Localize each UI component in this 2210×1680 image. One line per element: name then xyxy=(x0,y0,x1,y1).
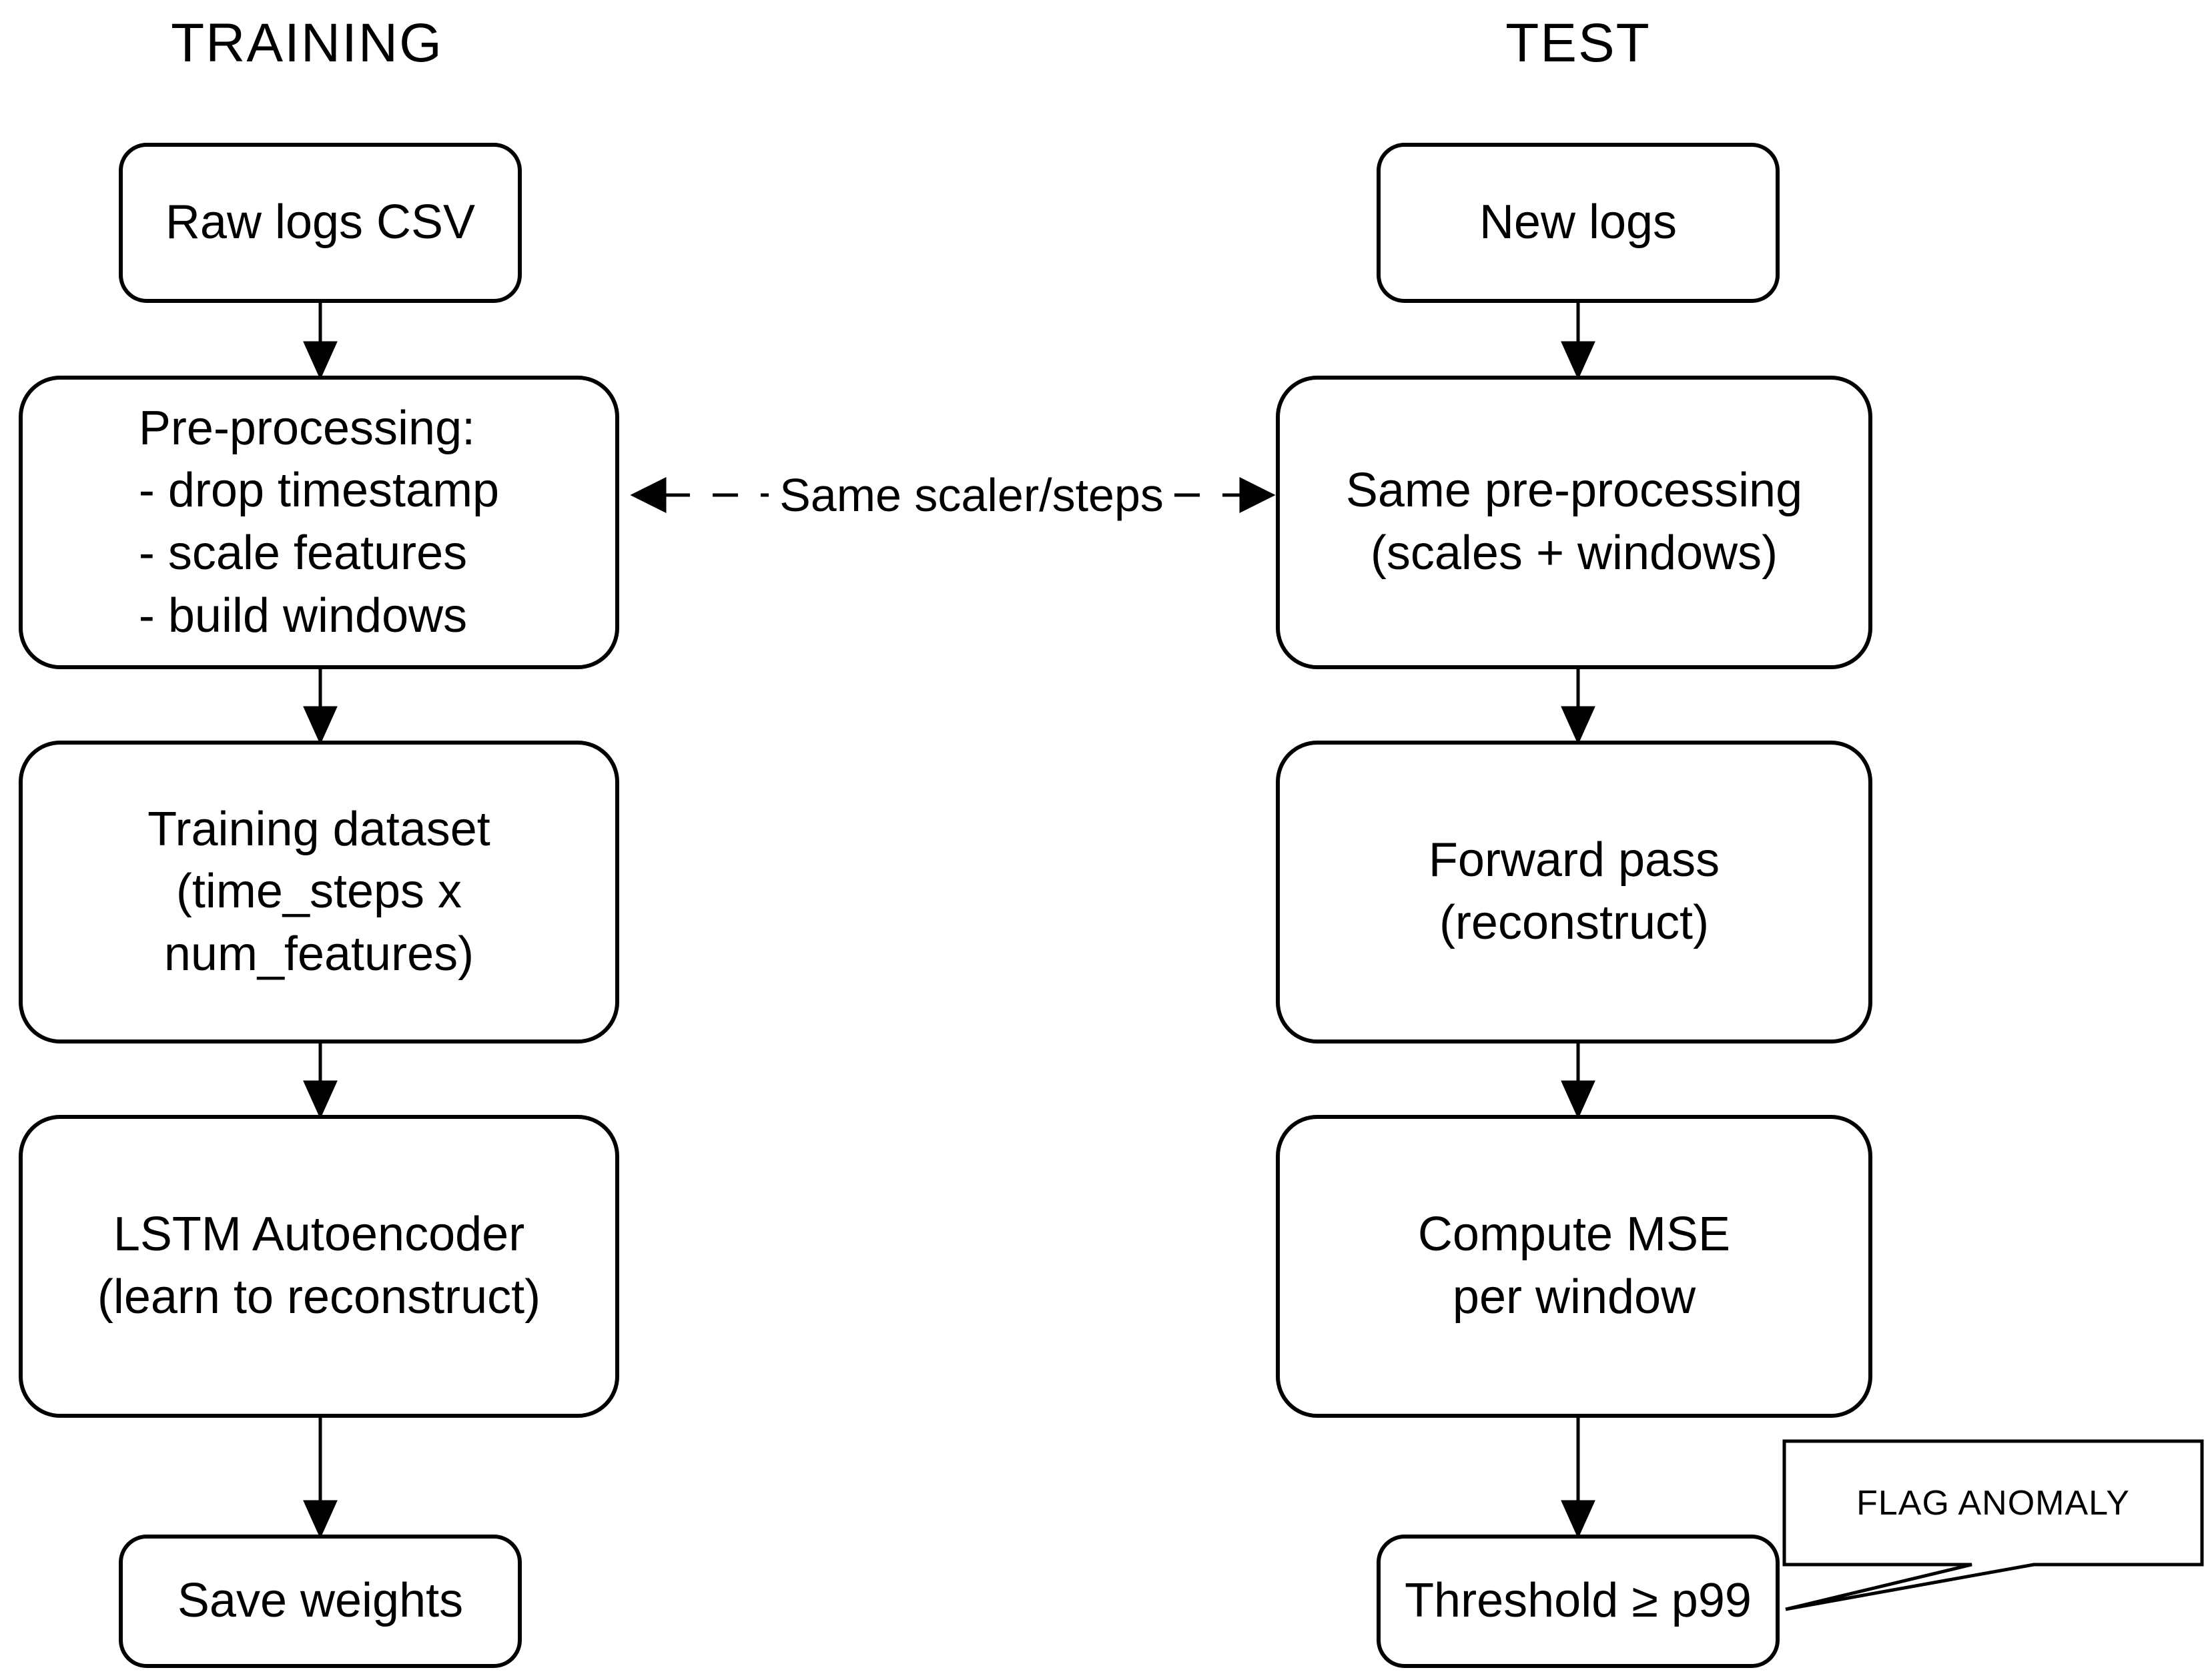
text-line: New logs xyxy=(1479,195,1678,250)
text-line: num_features) xyxy=(163,927,474,981)
node-preprocessing-label: Pre-processing: - drop timestamp - scale… xyxy=(139,398,499,647)
arrowhead-scaler-left xyxy=(630,476,667,514)
text-line: Threshold ≥ p99 xyxy=(1405,1574,1752,1628)
text-line: - build windows xyxy=(138,588,468,643)
text-line: Save weights xyxy=(177,1574,464,1628)
node-forward-pass-label: Forward pass (reconstruct) xyxy=(1429,829,1720,954)
arrowhead-newlogs-to-samepreprocessing xyxy=(1561,341,1595,380)
text-line: - drop timestamp xyxy=(138,464,500,518)
text-line: Same pre-processing xyxy=(1345,464,1803,518)
same-scaler-steps-label: Same scaler/steps xyxy=(779,469,1164,521)
flag-anomaly-callout-shape xyxy=(1782,1439,2204,1611)
node-threshold-p99: Threshold ≥ p99 xyxy=(1377,1535,1780,1668)
text-line: Raw logs CSV xyxy=(165,195,476,250)
flag-anomaly-label: FLAG ANOMALY xyxy=(1856,1483,2130,1523)
node-save-weights-label: Save weights xyxy=(177,1570,463,1633)
text-line: Pre-processing: xyxy=(138,401,476,455)
node-training-dataset: Training dataset (time_steps x num_featu… xyxy=(19,741,619,1043)
node-forward-pass: Forward pass (reconstruct) xyxy=(1276,741,1872,1043)
node-compute-mse: Compute MSE per window xyxy=(1276,1115,1872,1418)
text-line: (reconstruct) xyxy=(1439,896,1710,949)
node-new-logs: New logs xyxy=(1377,143,1780,303)
node-compute-mse-label: Compute MSE per window xyxy=(1418,1204,1730,1328)
text-line: (scales + windows) xyxy=(1370,526,1778,580)
arrowhead-scaler-right xyxy=(1239,476,1276,514)
node-preprocessing: Pre-processing: - drop timestamp - scale… xyxy=(19,376,619,669)
training-column-title: TRAINING xyxy=(171,13,443,73)
arrowhead-mse-to-threshold xyxy=(1561,1500,1595,1539)
text-line: (learn to reconstruct) xyxy=(97,1270,541,1324)
node-raw-logs-csv: Raw logs CSV xyxy=(119,143,522,303)
arrowhead-lstm-to-saveweights xyxy=(303,1500,338,1539)
text-line: Training dataset xyxy=(147,802,490,856)
node-save-weights: Save weights xyxy=(119,1535,522,1668)
node-lstm-autoencoder: LSTM Autoencoder (learn to reconstruct) xyxy=(19,1115,619,1418)
node-same-preprocessing: Same pre-processing (scales + windows) xyxy=(1276,376,1872,669)
node-training-dataset-label: Training dataset (time_steps x num_featu… xyxy=(147,799,490,986)
arrowhead-rawlogs-to-preprocessing xyxy=(303,341,338,380)
arrowhead-dataset-to-lstm xyxy=(303,1080,338,1120)
text-line: per window xyxy=(1452,1270,1696,1324)
node-lstm-autoencoder-label: LSTM Autoencoder (learn to reconstruct) xyxy=(97,1204,540,1328)
text-line: Compute MSE xyxy=(1417,1208,1731,1262)
node-same-preprocessing-label: Same pre-processing (scales + windows) xyxy=(1346,460,1802,584)
text-line: LSTM Autoencoder xyxy=(113,1208,525,1262)
text-line: (time_steps x xyxy=(175,865,462,919)
test-column-title: TEST xyxy=(1505,13,1651,73)
arrowhead-samepreprocessing-to-forwardpass xyxy=(1561,706,1595,745)
text-line: Forward pass xyxy=(1428,833,1720,887)
arrowhead-forwardpass-to-mse xyxy=(1561,1080,1595,1120)
node-new-logs-label: New logs xyxy=(1479,191,1677,254)
node-raw-logs-csv-label: Raw logs CSV xyxy=(165,191,475,254)
node-threshold-p99-label: Threshold ≥ p99 xyxy=(1405,1570,1752,1633)
arrowhead-preprocessing-to-dataset xyxy=(303,706,338,745)
text-line: - scale features xyxy=(138,526,468,580)
